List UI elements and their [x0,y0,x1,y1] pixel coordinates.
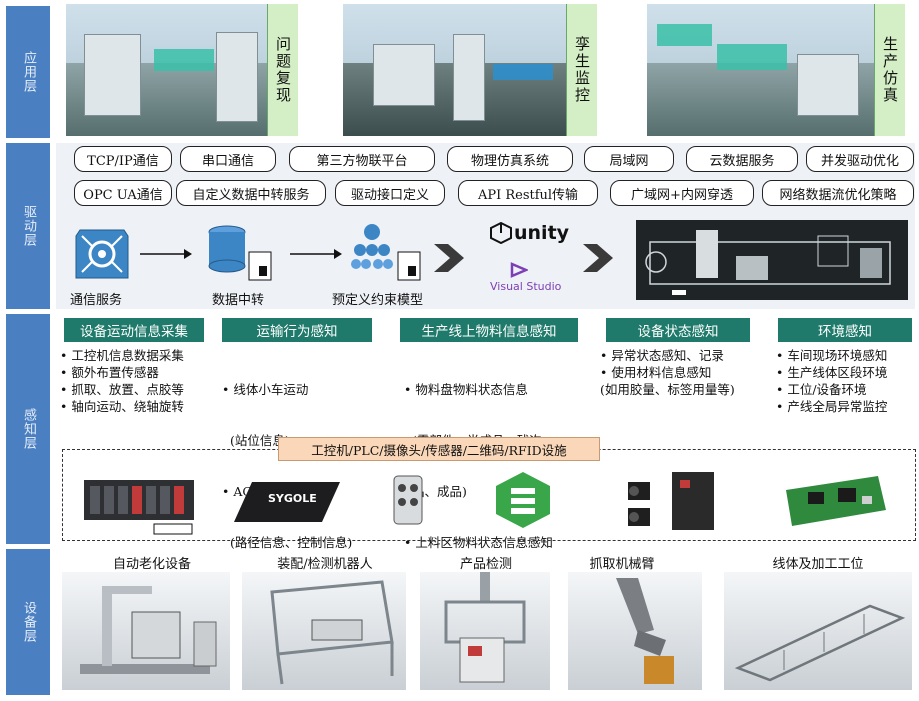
equipment-image-aging [62,572,230,690]
scene-machine [453,34,485,121]
flow-label-constraint-model: 预定义约束模型 [332,293,424,308]
list-item: (路径信息、控制信息) [222,535,353,550]
database-icon [208,225,272,281]
list-item: (如用胶量、标签用量等) [600,382,735,397]
unity-label: unity [514,222,570,244]
list-item: • 工位/设备环境 [776,382,867,397]
equipment-image-assembly-robot [242,572,406,690]
driver-tag-opcua: OPC UA通信 [74,180,172,206]
visual-studio-icon [510,262,528,278]
equipment-image-inspection [420,572,550,690]
app-panel-label: 孪生监控 [566,4,597,136]
category-transport: 运输行为感知 [222,318,372,342]
unity-logo-icon [490,222,512,244]
app-panel-label: 生产仿真 [874,4,905,136]
equipment-image-line [724,572,912,690]
app-panel-issue-replay[interactable]: 问题复现 [66,4,298,136]
driver-tag-dataflow: 网络数据流优化策略 [762,180,914,206]
device-brand-text: SYGOLE [268,492,317,505]
plc-rack-icon [84,480,194,535]
driver-layer-label: 驱动层 [6,143,50,309]
scene-machine [373,44,435,106]
equipment-title-inspection: 产品检测 [459,557,512,572]
perception-layer-label: 感知层 [6,314,50,544]
app-panel-production-sim[interactable]: 生产仿真 [647,4,905,136]
driver-tag-interface: 驱动接口定义 [335,180,445,206]
category-equipment-motion: 设备运动信息采集 [64,318,204,342]
scene-floor [647,63,905,136]
list-item: 品、成品) [404,484,467,499]
list-equipment-motion: • 工控机信息数据采集 • 额外布置传感器 • 抓取、放置、点胶等 • 轴向运动… [60,347,184,415]
scene-panel [717,44,787,70]
rfid-reader-icon: SYGOLE [234,482,340,522]
flow-label-data-relay: 数据中转 [212,293,265,308]
arrow-right-icon [290,249,342,259]
assembly-robot-graphic [270,580,394,685]
twin-layout-graphic [645,230,891,295]
app-panel-label: 问题复现 [267,4,298,136]
devices-banner: 工控机/PLC/摄像头/传感器/二维码/RFID设施 [278,437,600,461]
constraint-model-icon [351,224,421,281]
list-item: • 异常状态感知、记录 [600,348,724,363]
list-item: • 车间现场环境感知 [776,348,888,363]
list-item: • 轴向运动、绕轴旋转 [60,399,184,414]
application-layer-label: 应用层 [6,6,50,138]
robot-arm-graphic [616,578,674,684]
app-panel-twin-monitor[interactable]: 孪生监控 [343,4,597,136]
list-item: • 线体小车运动 [222,382,309,397]
category-environment: 环境感知 [778,318,912,342]
driver-tag-physics-sim: 物理仿真系统 [447,146,573,172]
driver-tag-lan: 局域网 [584,146,674,172]
list-item: • 使用材料信息感知 [600,365,712,380]
equipment-title-robot-arm: 抓取机械臂 [589,557,655,572]
list-item: • 额外布置传感器 [60,365,159,380]
list-item: • 上料区物料状态信息感知 [404,535,553,550]
list-item: • 工控机信息数据采集 [60,348,184,363]
category-equipment-state: 设备状态感知 [606,318,750,342]
qr-code-icon [496,472,550,528]
perception-band [56,314,915,544]
equipment-title-line: 线体及加工工位 [772,557,864,572]
scene-panel [154,49,214,71]
driver-tag-custom-relay: 自定义数据中转服务 [176,180,326,206]
production-line-graphic [734,604,906,682]
scene-panel [657,24,712,46]
driver-tag-restful: API Restful传输 [458,180,598,206]
inspection-station-graphic [444,572,526,683]
list-item: (站位信息) [222,433,290,448]
chevron-right-icon [583,244,613,272]
io-module-icon [393,475,423,525]
equipment-title-assembly-robot: 装配/检测机器人 [277,557,373,572]
chevron-right-icon [434,244,464,272]
list-item: • 生产线体区段环境 [776,365,888,380]
driver-tag-tcpip: TCP/IP通信 [74,146,172,172]
list-environment: • 车间现场环境感知 • 生产线体区段环境 • 工位/设备环境 • 产线全局异常… [776,347,887,415]
scene-machine [216,32,258,122]
list-equipment-state: • 异常状态感知、记录 • 使用材料信息感知 (如用胶量、标签用量等) [600,347,735,398]
equipment-layer-label: 设备层 [6,549,50,695]
sensor-board-icon [786,476,886,526]
aging-machine-graphic [80,586,217,674]
visual-studio-label: Visual Studio [490,280,562,293]
driver-tag-iot-platform: 第三方物联平台 [289,146,435,172]
scene-machine [84,34,141,116]
scene-panel [493,64,553,80]
driver-tag-serial: 串口通信 [180,146,276,172]
flow-label-communication: 通信服务 [70,293,123,308]
equipment-image-robot-arm [568,572,702,690]
communication-service-icon [75,229,129,279]
camera-icon [628,472,714,530]
scene-machine [797,54,859,116]
driver-tag-concurrency: 并发驱动优化 [806,146,914,172]
driver-tag-wan: 广域网+内网穿透 [610,180,754,206]
driver-tag-cloud: 云数据服务 [686,146,798,172]
equipment-title-aging: 自动老化设备 [112,557,191,572]
list-item: • 产线全局异常监控 [776,399,888,414]
list-item: • 抓取、放置、点胶等 [60,382,184,397]
twin-scene-preview [636,220,908,300]
category-material: 生产线上物料信息感知 [400,318,578,342]
list-item: • 物料盘物料状态信息 [404,382,528,397]
arrow-right-icon [140,249,192,259]
